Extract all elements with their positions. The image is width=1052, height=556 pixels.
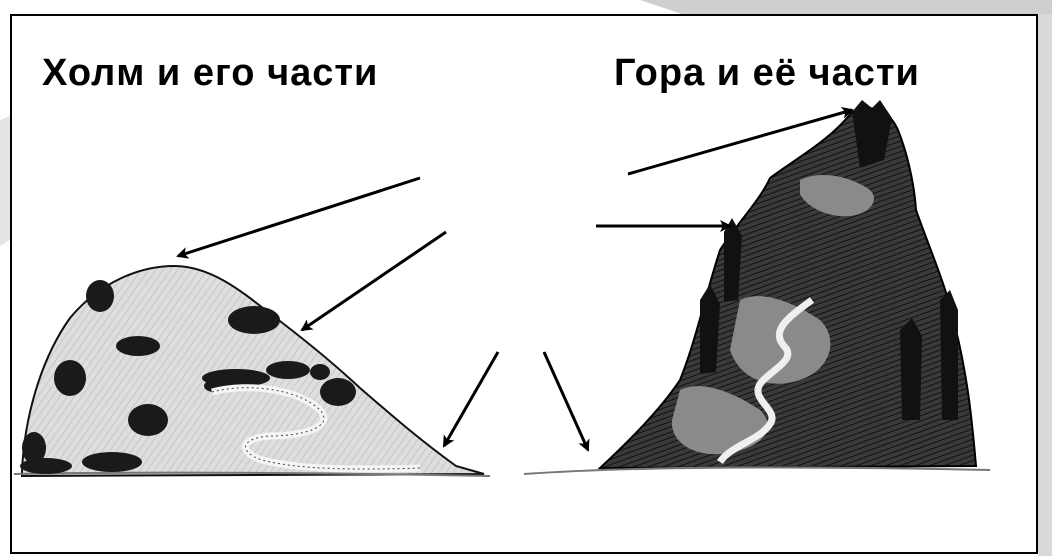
mountain-spires — [700, 100, 958, 420]
arrow-hill-foot — [442, 351, 500, 448]
arrow-mountain-peak — [627, 106, 854, 176]
mountain-path — [717, 297, 815, 465]
hill-title: Холм и его части — [42, 52, 379, 94]
mountain-ground — [523, 466, 991, 475]
mountain-drawing — [523, 100, 991, 475]
arrow-hill-top — [176, 176, 421, 259]
hill-drawing — [13, 264, 491, 478]
hill-shrubs — [20, 280, 356, 474]
mountain-title: Гора и её части — [614, 52, 920, 94]
arrow-mountain-foot — [542, 351, 590, 452]
arrow-hill-slope — [300, 230, 447, 332]
pointer-arrows — [176, 106, 854, 452]
hill-ground — [13, 471, 491, 477]
hill-path — [211, 384, 421, 473]
